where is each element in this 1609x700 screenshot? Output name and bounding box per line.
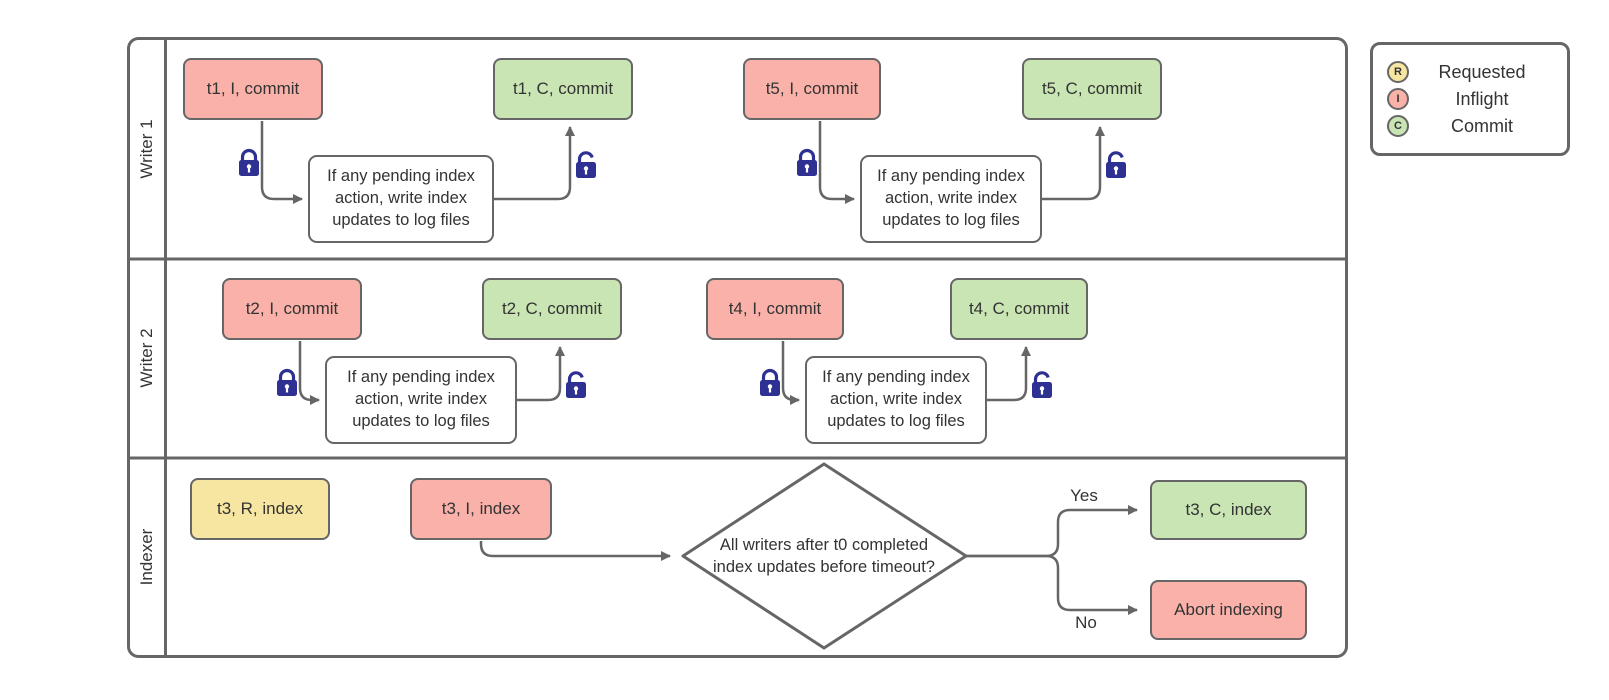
node-process-writer1-a: If any pending index action, write index… — [308, 155, 494, 243]
lock-closed-icon — [239, 148, 259, 176]
lock-open-icon — [1032, 371, 1052, 398]
node-process-writer2-a: If any pending index action, write index… — [325, 356, 517, 444]
node-abort-indexing: Abort indexing — [1150, 580, 1307, 640]
node-t1-commit: t1, C, commit — [493, 58, 633, 120]
edge-process-to-t1c — [494, 126, 575, 201]
edge-process-to-t4c — [987, 346, 1031, 402]
lane-label-writer2: Writer 2 — [137, 328, 156, 388]
node-process-writer2-b: If any pending index action, write index… — [805, 356, 987, 444]
lock-open-icon — [1106, 151, 1126, 178]
legend-item-requested: R Requested — [1387, 61, 1555, 83]
decision-diamond — [681, 462, 968, 650]
node-t3-commit: t3, C, index — [1150, 480, 1307, 540]
node-t4-commit: t4, C, commit — [950, 278, 1088, 340]
edge-t3i-to-decision — [479, 541, 671, 561]
legend-item-inflight: I Inflight — [1387, 88, 1555, 110]
lock-closed-icon — [760, 368, 780, 396]
edge-label-yes: Yes — [1070, 486, 1098, 505]
inflight-badge-icon: I — [1387, 88, 1409, 110]
edge-t4i-to-process — [781, 341, 800, 405]
node-t3-requested: t3, R, index — [190, 478, 330, 540]
lock-open-icon — [576, 151, 596, 178]
node-t5-inflight: t5, I, commit — [743, 58, 881, 120]
legend-label-commit: Commit — [1451, 115, 1513, 136]
node-t2-commit: t2, C, commit — [482, 278, 622, 340]
node-t1-inflight: t1, I, commit — [183, 58, 323, 120]
legend-label-inflight: Inflight — [1455, 88, 1509, 109]
connectors — [260, 121, 1138, 615]
edge-process-to-t2c — [517, 346, 565, 402]
node-t5-commit: t5, C, commit — [1022, 58, 1162, 120]
edge-label-no: No — [1075, 613, 1097, 632]
requested-badge-icon: R — [1387, 61, 1409, 83]
commit-badge-icon: C — [1387, 115, 1409, 137]
edge-t5i-to-process — [818, 121, 855, 204]
node-t3-inflight: t3, I, index — [410, 478, 552, 540]
lane-label-indexer: Indexer — [137, 528, 156, 586]
legend-item-commit: C Commit — [1387, 115, 1555, 137]
edge-t2i-to-process — [298, 341, 320, 405]
node-t4-inflight: t4, I, commit — [706, 278, 844, 340]
decision-label: All writers after t0 completed index upd… — [713, 535, 935, 576]
lane-label-writer1: Writer 1 — [137, 119, 156, 179]
lock-closed-icon — [277, 368, 297, 396]
edge-process-to-t5c — [1042, 126, 1105, 201]
legend-label-requested: Requested — [1438, 61, 1526, 82]
edge-t1i-to-process — [260, 121, 303, 204]
node-t2-inflight: t2, I, commit — [222, 278, 362, 340]
lock-closed-icon — [797, 148, 817, 176]
lock-open-icon — [566, 371, 586, 398]
node-process-writer1-b: If any pending index action, write index… — [860, 155, 1042, 243]
edge-decision-no — [966, 554, 1138, 615]
legend: R Requested I Inflight C Commit — [1370, 42, 1570, 156]
